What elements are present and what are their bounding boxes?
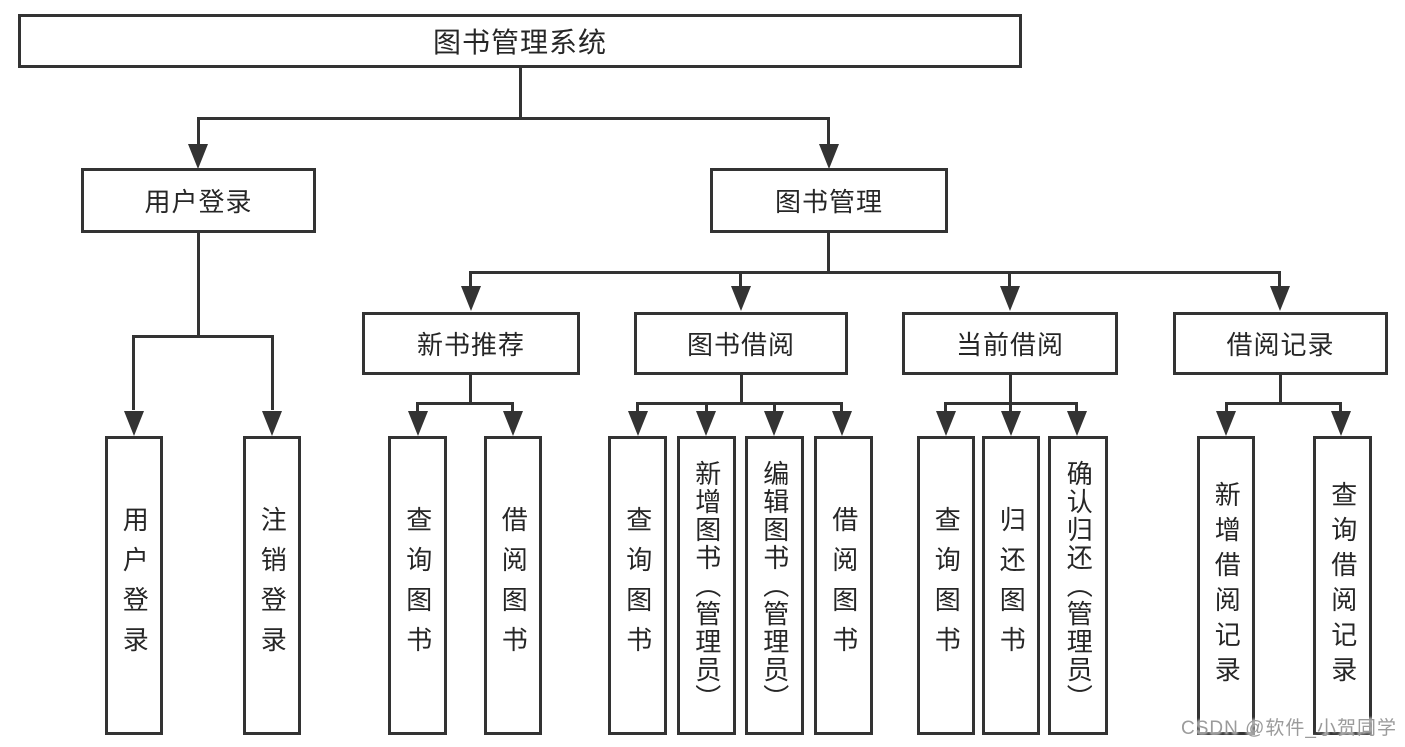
arrow-down-icon (124, 411, 144, 436)
leaf-add-borrow-record: 新增借阅记录 (1197, 436, 1255, 735)
node-label: 新书推荐 (416, 330, 525, 360)
connector-line (132, 335, 135, 410)
arrow-down-icon (262, 411, 282, 436)
leaf-label: 新增图书（管理员） (691, 459, 722, 712)
leaf-label: 查询图书 (931, 505, 962, 666)
arrow-down-icon (408, 411, 428, 436)
connector-line (1339, 402, 1342, 412)
connector-line (1009, 402, 1012, 412)
leaf-label: 查询图书 (622, 505, 653, 666)
arrow-down-icon (188, 144, 208, 169)
connector-line (636, 402, 639, 412)
arrow-down-icon (628, 411, 648, 436)
node-book-management: 图书管理 (710, 168, 948, 233)
arrow-down-icon (1000, 286, 1020, 311)
connector-line (1225, 402, 1228, 412)
connector-line (1008, 271, 1011, 287)
leaf-add-book-admin: 新增图书（管理员） (677, 436, 736, 735)
arrow-down-icon (1270, 286, 1290, 311)
arrow-down-icon (1331, 411, 1351, 436)
arrow-down-icon (1216, 411, 1236, 436)
node-borrowing-records: 借阅记录 (1173, 312, 1388, 375)
leaf-label: 确认归还（管理员） (1063, 459, 1094, 712)
arrow-down-icon (832, 411, 852, 436)
leaf-label: 注销登录 (257, 505, 288, 666)
arrow-down-icon (936, 411, 956, 436)
leaf-query-books-recommend: 查询图书 (388, 436, 447, 735)
leaf-logout: 注销登录 (243, 436, 301, 735)
connector-line (519, 66, 522, 119)
node-label: 图书借阅 (686, 330, 795, 360)
leaf-label: 归还图书 (996, 505, 1027, 666)
leaf-borrow-books-borrowing: 借阅图书 (814, 436, 873, 735)
node-label: 借阅记录 (1226, 330, 1335, 360)
arrow-down-icon (819, 144, 839, 169)
node-new-book-recommendation: 新书推荐 (362, 312, 580, 375)
connector-line (416, 402, 419, 412)
leaf-label: 借阅图书 (828, 505, 859, 666)
node-current-borrowing: 当前借阅 (902, 312, 1118, 375)
leaf-label: 查询借阅记录 (1327, 480, 1358, 691)
connector-line (197, 117, 200, 148)
arrow-down-icon (696, 411, 716, 436)
arrow-down-icon (764, 411, 784, 436)
leaf-return-books: 归还图书 (982, 436, 1040, 735)
connector-line (1279, 373, 1282, 405)
leaf-query-borrow-record: 查询借阅记录 (1313, 436, 1372, 735)
connector-line (197, 117, 830, 120)
arrow-down-icon (461, 286, 481, 311)
arrow-down-icon (1067, 411, 1087, 436)
connector-line (944, 402, 947, 412)
leaf-label: 编辑图书（管理员） (759, 459, 790, 712)
connector-line (1009, 373, 1012, 405)
leaf-query-books-borrowing: 查询图书 (608, 436, 667, 735)
leaf-label: 查询图书 (402, 505, 433, 666)
node-label: 图书管理系统 (432, 27, 607, 58)
connector-line (469, 271, 472, 287)
arrow-down-icon (1001, 411, 1021, 436)
connector-line (739, 271, 742, 287)
leaf-confirm-return-admin: 确认归还（管理员） (1048, 436, 1108, 735)
connector-line (773, 402, 776, 412)
connector-line (840, 402, 843, 412)
leaf-query-books-current: 查询图书 (917, 436, 975, 735)
leaf-user-login: 用户登录 (105, 436, 163, 735)
node-label: 用户登录 (144, 187, 253, 217)
leaf-label: 用户登录 (119, 505, 150, 666)
connector-line (511, 402, 514, 412)
connector-line (1225, 402, 1342, 405)
connector-line (132, 335, 274, 338)
node-library-management-system: 图书管理系统 (18, 14, 1022, 68)
connector-line (636, 402, 843, 405)
watermark: CSDN @软件_小贺同学 (1181, 718, 1397, 739)
leaf-label: 借阅图书 (498, 505, 529, 666)
connector-line (827, 117, 830, 148)
connector-line (1075, 402, 1078, 412)
node-user-login: 用户登录 (81, 168, 316, 233)
connector-line (705, 402, 708, 412)
arrow-down-icon (731, 286, 751, 311)
connector-line (197, 231, 200, 337)
node-label: 当前借阅 (955, 330, 1064, 360)
connector-line (827, 231, 830, 273)
node-book-borrowing: 图书借阅 (634, 312, 848, 375)
arrow-down-icon (503, 411, 523, 436)
connector-line (469, 373, 472, 405)
leaf-label: 新增借阅记录 (1211, 480, 1242, 691)
node-label: 图书管理 (774, 187, 883, 217)
connector-line (271, 335, 274, 410)
connector-line (416, 402, 514, 405)
leaf-borrow-books-recommend: 借阅图书 (484, 436, 542, 735)
connector-line (740, 373, 743, 405)
connector-line (1278, 271, 1281, 287)
connector-line (469, 271, 1281, 274)
leaf-edit-book-admin: 编辑图书（管理员） (745, 436, 804, 735)
